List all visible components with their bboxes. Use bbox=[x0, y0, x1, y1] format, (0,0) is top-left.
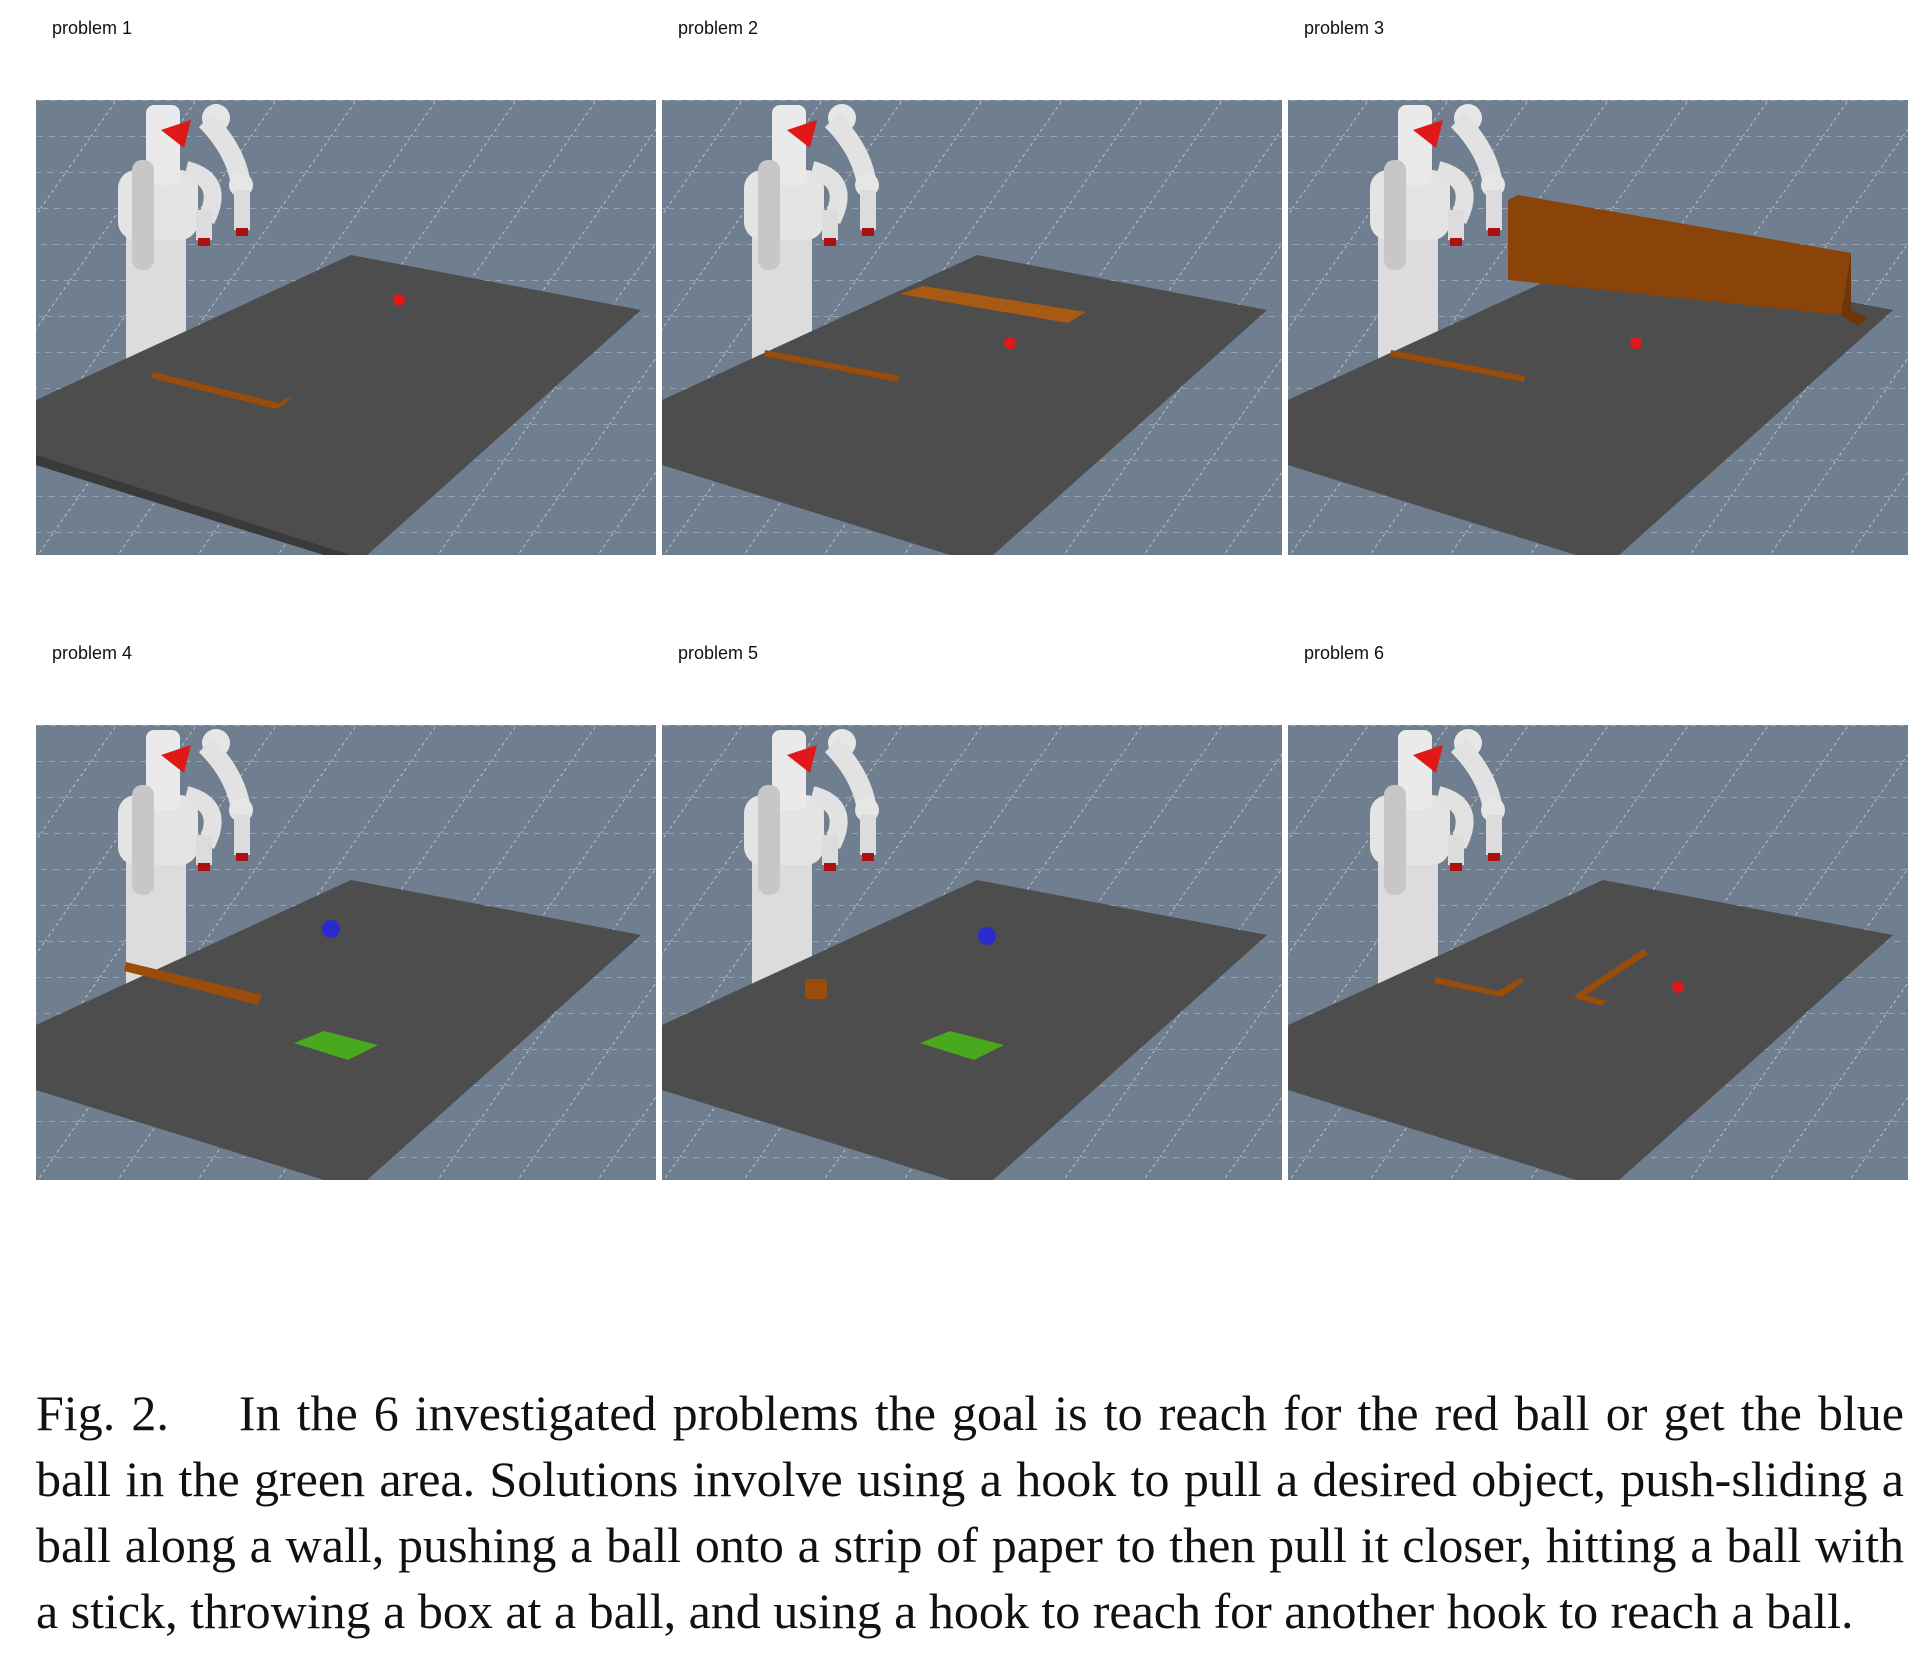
green-area bbox=[920, 1031, 1004, 1060]
panel-label: problem 4 bbox=[52, 643, 133, 663]
panel-label: problem 6 bbox=[1304, 643, 1385, 663]
figure: problem 1 problem 2 problem 3 bbox=[36, 0, 1908, 1225]
panel-label: problem 2 bbox=[678, 18, 759, 38]
caption-text: In the 6 investigated problems the goal … bbox=[36, 1385, 1904, 1639]
red-ball bbox=[393, 294, 405, 306]
stick-tool bbox=[1390, 350, 1525, 382]
panel-label: problem 1 bbox=[52, 18, 133, 38]
panel-problem-4: problem 4 bbox=[36, 625, 656, 1225]
panel-problem-1: problem 1 bbox=[36, 0, 656, 600]
hook-tool-2 bbox=[1574, 949, 1648, 1006]
red-ball bbox=[1004, 337, 1016, 349]
scene-image bbox=[36, 725, 656, 1180]
wall bbox=[1508, 195, 1851, 315]
scene-image bbox=[1288, 100, 1908, 555]
paper-strip bbox=[900, 286, 1086, 323]
panel-problem-6: problem 6 bbox=[1288, 625, 1908, 1225]
box bbox=[805, 979, 827, 999]
panel-label: problem 3 bbox=[1304, 18, 1385, 38]
figure-label: Fig. 2. bbox=[36, 1385, 169, 1441]
blue-ball bbox=[978, 927, 996, 945]
scene-image bbox=[662, 725, 1282, 1180]
hook-tool bbox=[151, 372, 292, 409]
blue-ball bbox=[322, 920, 340, 938]
stick-tool bbox=[124, 962, 262, 1005]
red-ball bbox=[1630, 337, 1642, 349]
panel-problem-2: problem 2 bbox=[662, 0, 1282, 600]
panel-label: problem 5 bbox=[678, 643, 759, 663]
green-area bbox=[294, 1031, 378, 1060]
stick-tool bbox=[764, 350, 899, 382]
scene-image bbox=[1288, 725, 1908, 1180]
red-ball bbox=[1672, 981, 1684, 993]
scene-image bbox=[36, 100, 656, 555]
panel-problem-5: problem 5 bbox=[662, 625, 1282, 1225]
scene-image bbox=[662, 100, 1282, 555]
hook-tool-1 bbox=[1434, 977, 1524, 997]
figure-caption: Fig. 2.In the 6 investigated problems th… bbox=[36, 1380, 1904, 1644]
panel-problem-3: problem 3 bbox=[1288, 0, 1908, 600]
